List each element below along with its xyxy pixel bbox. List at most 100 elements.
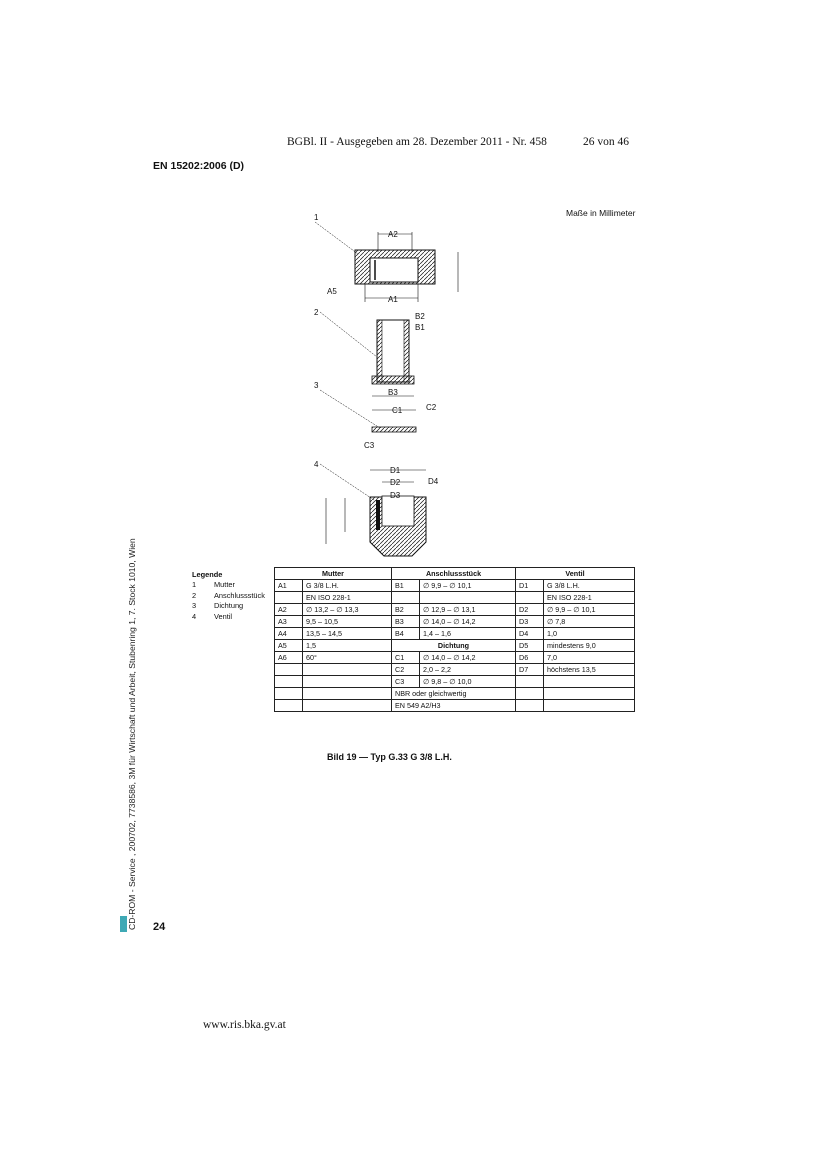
table-cell [543,687,635,700]
valve-part [319,463,427,557]
table-cell: 1,5 [302,639,392,652]
table-cell: NBR oder gleichwertig [391,687,516,700]
table-cell: C2 [391,663,420,676]
table-cell: B4 [391,627,420,640]
table-cell: ∅ 9,9 – ∅ 10,1 [543,603,635,616]
table-cell: B1 [391,579,420,592]
table-cell: 7,0 [543,651,635,664]
table-cell: ∅ 9,9 – ∅ 10,1 [419,579,516,592]
svg-text:4: 4 [314,460,319,469]
svg-text:D1: D1 [390,466,401,475]
footer-url: www.ris.bka.gv.at [203,1019,286,1031]
table-cell [302,699,392,712]
table-cell [391,591,420,604]
table-cell: EN ISO 228-1 [302,591,392,604]
svg-text:C1: C1 [392,406,403,415]
figure-caption: Bild 19 — Typ G.33 G 3/8 L.H. [327,752,452,762]
header-mutter: Mutter [274,567,392,580]
svg-text:B2: B2 [415,312,425,321]
drawing-labels: 1 2 3 4 A2 A1 A5 B2 B1 B3 C1 C2 C3 D1 D2… [314,213,439,500]
table-cell [302,687,392,700]
table-cell: A5 [274,639,303,652]
svg-text:A5: A5 [327,287,337,296]
svg-text:D2: D2 [390,478,401,487]
table-cell [302,663,392,676]
table-cell: 13,5 – 14,5 [302,627,392,640]
svg-text:1: 1 [314,213,319,222]
table-cell: mindestens 9,0 [543,639,635,652]
table-cell: A1 [274,579,303,592]
svg-text:D4: D4 [428,477,439,486]
svg-text:2: 2 [314,308,319,317]
legend-num: 4 [192,611,197,621]
table-cell [274,687,303,700]
side-marker [120,916,127,932]
legend-label: Mutter [214,580,235,589]
svg-text:3: 3 [314,381,319,390]
table-cell: 1,4 – 1,6 [419,627,516,640]
table-cell [515,675,544,688]
table-cell: EN ISO 228-1 [543,591,635,604]
table-cell: D2 [515,603,544,616]
legend-title: Legende [192,570,223,579]
table-row: NBR oder gleichwertig [274,687,635,700]
document-id: EN 15202:2006 (D) [153,160,245,172]
page-number: 24 [153,921,166,933]
svg-text:A1: A1 [388,295,398,304]
table-cell: B3 [391,615,420,628]
technical-drawing: 1 2 3 4 A2 A1 A5 B2 B1 B3 C1 C2 C3 D1 D2… [314,213,459,557]
svg-text:C3: C3 [364,441,375,450]
table-cell: G 3/8 L.H. [302,579,392,592]
header-dichtung: Dichtung [391,639,516,652]
table-cell: A6 [274,651,303,664]
table-cell [543,675,635,688]
table-cell [274,699,303,712]
svg-text:B1: B1 [415,323,425,332]
header-ventil: Ventil [515,567,635,580]
table-cell [274,675,303,688]
legend-label: Dichtung [214,601,244,610]
table-cell: 60° [302,651,392,664]
svg-text:A2: A2 [388,230,398,239]
legend-item: 4 Ventil [192,612,265,623]
table-row: EN ISO 228-1 EN ISO 228-1 [274,591,635,604]
table-cell: B2 [391,603,420,616]
gazette-header: BGBl. II - Ausgegeben am 28. Dezember 20… [287,136,547,148]
table-cell [302,675,392,688]
table-cell: 9,5 – 10,5 [302,615,392,628]
table-cell: D3 [515,615,544,628]
connector-part [319,311,415,397]
table-cell: A2 [274,603,303,616]
page-of-total: 26 von 46 [583,136,629,148]
table-cell [515,591,544,604]
table-cell: ∅ 14,0 – ∅ 14,2 [419,615,516,628]
table-row: EN 549 A2/H3 [274,699,635,712]
table-cell [515,699,544,712]
table-row: A2∅ 13,2 – ∅ 13,3 B2∅ 12,9 – ∅ 13,1 D2∅ … [274,603,635,616]
table-row: C3∅ 9,8 – ∅ 10,0 [274,675,635,688]
table-cell: höchstens 13,5 [543,663,635,676]
svg-text:B3: B3 [388,388,398,397]
table-cell: G 3/8 L.H. [543,579,635,592]
table-cell: EN 549 A2/H3 [391,699,516,712]
table-cell: ∅ 13,2 – ∅ 13,3 [302,603,392,616]
table-cell: 1,0 [543,627,635,640]
table-cell: ∅ 9,8 – ∅ 10,0 [419,675,516,688]
table-cell: A4 [274,627,303,640]
seal-part [319,389,417,433]
table-cell: A3 [274,615,303,628]
header-anschluss: Anschlussstück [391,567,516,580]
legend-label: Ventil [214,611,233,621]
svg-text:C2: C2 [426,403,437,412]
table-cell: D5 [515,639,544,652]
table-header-row: Mutter Anschlussstück Ventil [274,567,635,580]
